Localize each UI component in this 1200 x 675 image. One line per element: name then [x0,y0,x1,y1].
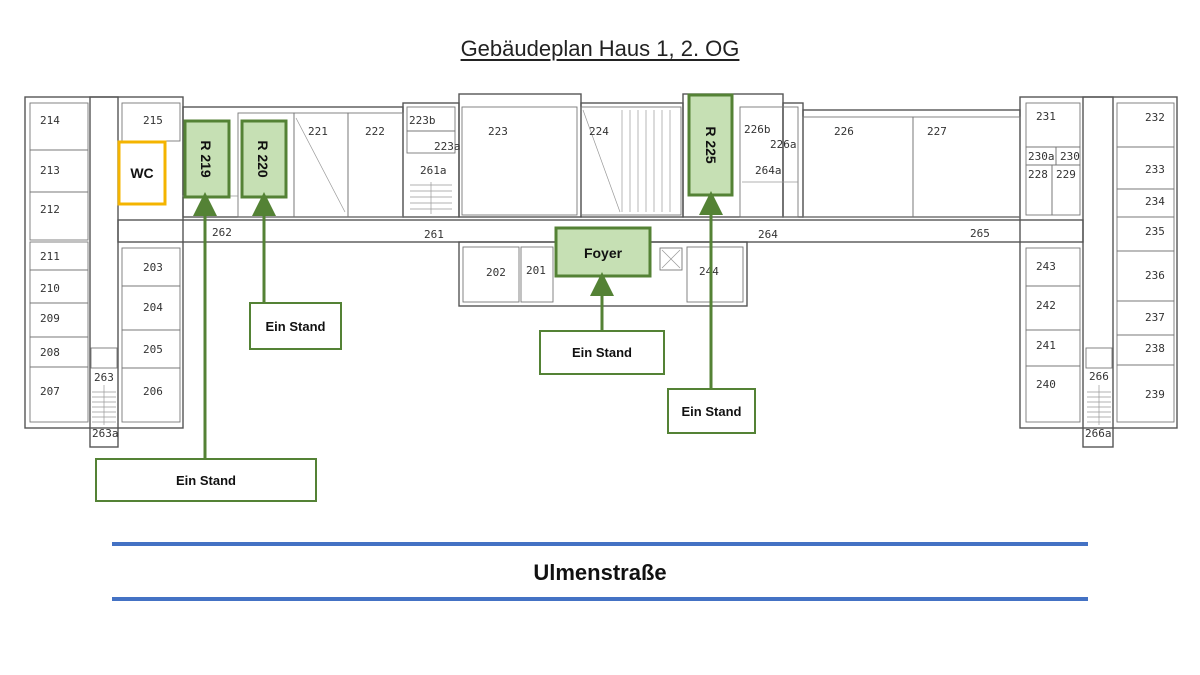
room-209: 209 [40,312,60,325]
room-265: 265 [970,227,990,240]
room-263: 263 [94,371,114,384]
room-244: 244 [699,265,719,278]
room-239: 239 [1145,388,1165,401]
room-266a: 266a [1085,427,1112,440]
room-201: 201 [526,264,546,277]
room-234: 234 [1145,195,1165,208]
room-261: 261 [424,228,444,241]
central-rooms [406,106,744,303]
room-214: 214 [40,114,60,127]
room-202: 202 [486,266,506,279]
room-212: 212 [40,203,60,216]
room-262: 262 [212,226,232,239]
arrows [193,191,723,458]
room-226b: 226b [744,123,771,136]
stand-callout-room-225: Ein Stand [667,388,756,434]
room-264: 264 [758,228,778,241]
room-235: 235 [1145,225,1165,238]
highlighted-rooms: WC R 219 R 220 R 225 Foyer [117,93,734,278]
room-232: 232 [1145,111,1165,124]
stand-callout-room-220: Ein Stand [249,302,342,350]
room-223b: 223b [409,114,436,127]
room-264a: 264a [755,164,782,177]
room-238: 238 [1145,342,1165,355]
room-233: 233 [1145,163,1165,176]
room-222: 222 [365,125,385,138]
room-224: 224 [589,125,609,138]
room-204: 204 [143,301,163,314]
street-name: Ulmenstraße [533,560,667,585]
room-230a: 230a [1028,150,1055,163]
room-225-label: R 225 [703,126,719,164]
room-240: 240 [1036,378,1056,391]
page-title: Gebäudeplan Haus 1, 2. OG [460,36,740,61]
room-208: 208 [40,346,60,359]
room-numbers: 214 215 213 212 211 210 209 208 207 263 … [40,110,1165,440]
room-211: 211 [40,250,60,263]
foyer-label: Foyer [584,245,623,261]
room-213: 213 [40,164,60,177]
room-229: 229 [1056,168,1076,181]
room-263a: 263a [92,427,119,440]
foyer-highlight [554,226,652,278]
street-line-top [112,542,1088,546]
room-220-highlight [240,119,288,199]
room-203: 203 [143,261,163,274]
room-230: 230 [1060,150,1080,163]
room-207: 207 [40,385,60,398]
wc-label: WC [130,165,153,181]
room-226: 226 [834,125,854,138]
stand-callout-room-219: Ein Stand [95,458,317,502]
room-226a: 226a [770,138,797,151]
room-223a: 223a [434,140,461,153]
room-266: 266 [1089,370,1109,383]
stand-callout-foyer: Ein Stand [539,330,665,375]
room-223: 223 [488,125,508,138]
room-205: 205 [143,343,163,356]
room-206: 206 [143,385,163,398]
wc-highlight [117,140,167,206]
room-227: 227 [927,125,947,138]
room-242: 242 [1036,299,1056,312]
room-243: 243 [1036,260,1056,273]
room-210: 210 [40,282,60,295]
room-231: 231 [1036,110,1056,123]
left-wing-rooms [29,102,181,425]
room-228: 228 [1028,168,1048,181]
street-line-bottom [112,597,1088,601]
room-236: 236 [1145,269,1165,282]
room-261a: 261a [420,164,447,177]
room-215: 215 [143,114,163,127]
room-221: 221 [308,125,328,138]
room-219-label: R 219 [198,140,214,178]
room-220-label: R 220 [255,140,271,178]
upper-right-rooms [739,106,1021,218]
room-237: 237 [1145,311,1165,324]
right-wing-rooms [1025,102,1175,425]
room-241: 241 [1036,339,1056,352]
